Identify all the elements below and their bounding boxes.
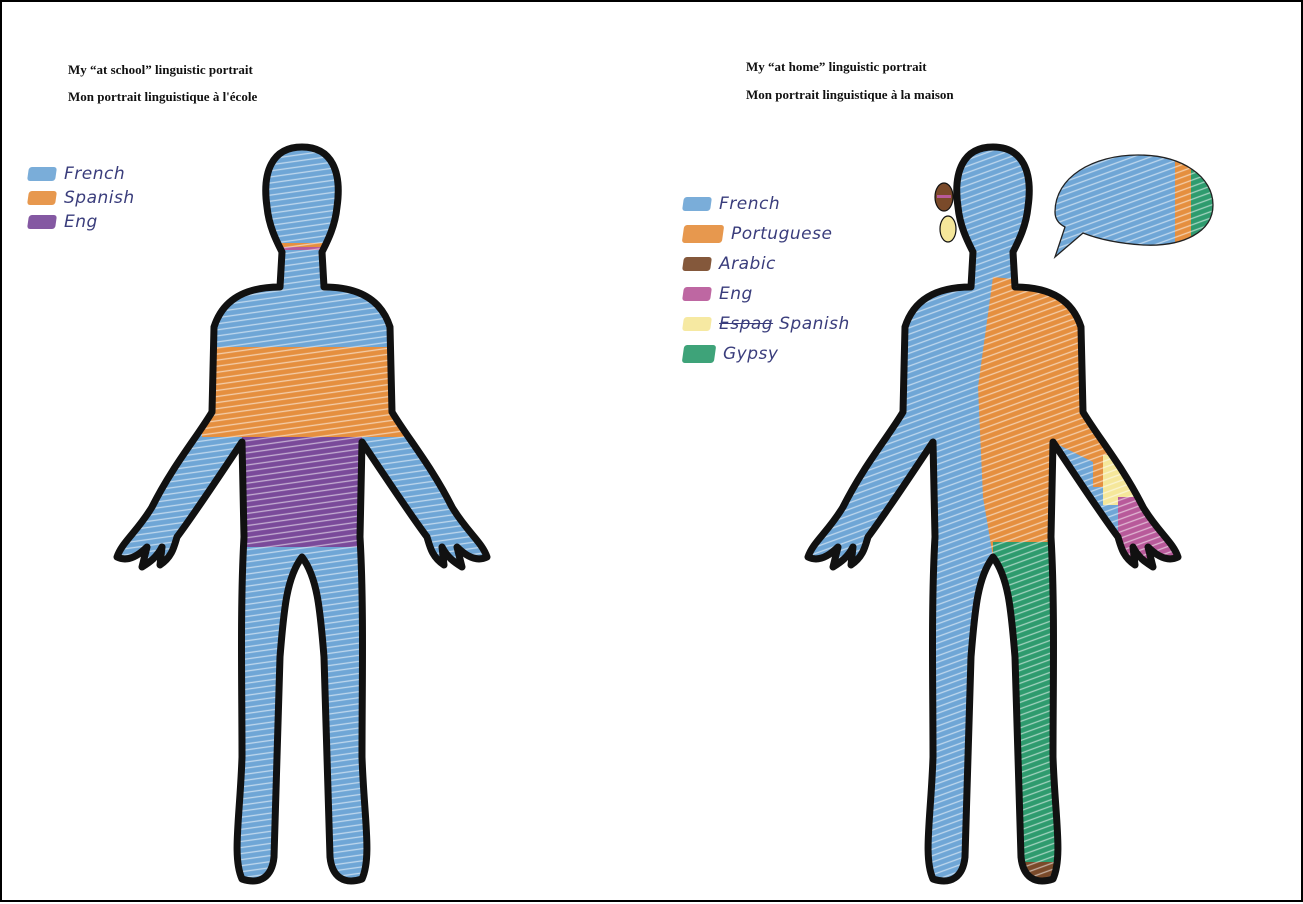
school-title-french: Mon portrait linguistique à l'école: [68, 89, 257, 105]
legend-swatch-french: [27, 167, 57, 181]
home-title-french: Mon portrait linguistique à la maison: [746, 87, 954, 103]
legend-strikethrough-text: Espag: [719, 314, 773, 334]
school-portrait-panel: My “at school” linguistic portrait Mon p…: [2, 2, 653, 904]
legend-label: Gypsy: [723, 344, 778, 364]
speech-bubble: [1053, 152, 1221, 262]
legend-swatch-english: [682, 287, 712, 301]
legend-label: French: [719, 194, 780, 214]
legend-swatch-english: [27, 215, 57, 229]
legend-label: Eng: [719, 284, 753, 304]
legend-swatch-spanish: [682, 317, 712, 331]
home-portrait-panel: My “at home” linguistic portrait Mon por…: [653, 2, 1303, 904]
home-body-figure: [793, 137, 1273, 897]
ear-ornament: [935, 183, 956, 242]
legend-swatch-portuguese: [682, 225, 725, 243]
legend-swatch-arabic: [682, 257, 712, 271]
legend-swatch-spanish: [27, 191, 57, 205]
legend-label: Eng: [64, 212, 98, 232]
legend-label: Arabic: [719, 254, 776, 274]
school-body-figure: [102, 137, 542, 897]
home-title-english: My “at home” linguistic portrait: [746, 59, 927, 75]
legend-swatch-french: [682, 197, 712, 211]
legend-swatch-gypsy: [682, 345, 717, 363]
school-title-english: My “at school” linguistic portrait: [68, 62, 253, 78]
